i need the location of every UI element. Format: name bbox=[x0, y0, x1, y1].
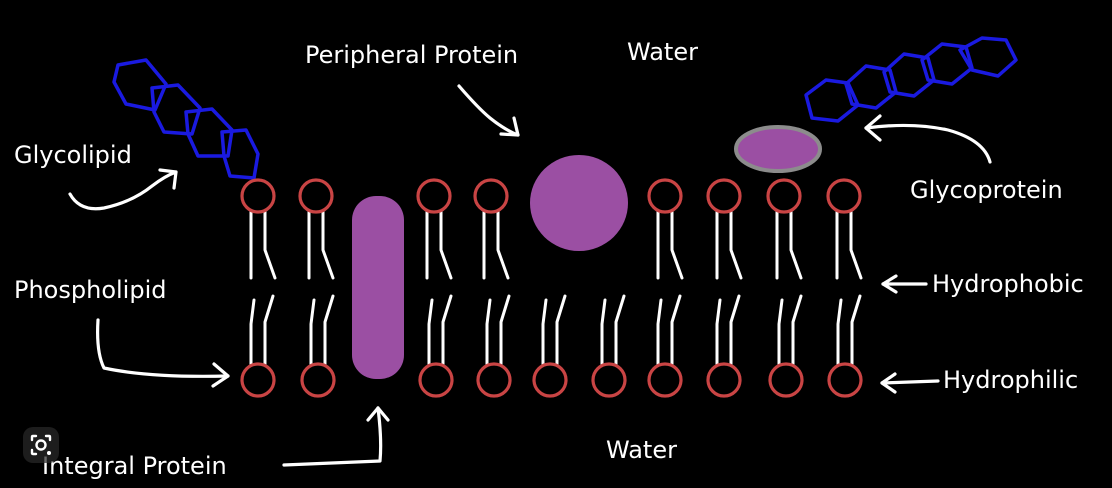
phospholipid-head-bottom-1 bbox=[300, 362, 336, 398]
arrow-hydrophobic bbox=[881, 274, 928, 294]
arrow-hydrophilic bbox=[880, 372, 940, 394]
label-phospholipid: Phospholipid bbox=[14, 276, 166, 304]
arrow-peripheral-protein bbox=[457, 84, 520, 137]
phospholipid-tails-bottom-5 bbox=[600, 294, 626, 366]
phospholipid-tails-top-2 bbox=[425, 210, 453, 280]
phospholipid-tails-top-5 bbox=[715, 210, 743, 280]
phospholipid-tails-top-0 bbox=[249, 210, 277, 280]
phospholipid-tails-top-6 bbox=[775, 210, 803, 280]
arrow-integral-protein bbox=[282, 406, 390, 467]
glycoprotein-carbohydrate-chain bbox=[804, 36, 1018, 123]
phospholipid-tails-top-1 bbox=[307, 210, 335, 280]
phospholipid-tails-top-3 bbox=[482, 210, 510, 280]
phospholipid-head-top-6 bbox=[766, 178, 802, 214]
phospholipid-head-bottom-7 bbox=[706, 362, 742, 398]
label-hydrophobic: Hydrophobic bbox=[932, 270, 1084, 298]
phospholipid-tails-bottom-3 bbox=[485, 294, 511, 366]
phospholipid-head-top-7 bbox=[826, 178, 862, 214]
label-glycolipid: Glycolipid bbox=[14, 141, 132, 169]
phospholipid-head-top-2 bbox=[416, 178, 452, 214]
phospholipid-head-bottom-2 bbox=[418, 362, 454, 398]
phospholipid-head-bottom-0 bbox=[240, 362, 276, 398]
phospholipid-tails-bottom-0 bbox=[249, 294, 275, 366]
phospholipid-head-bottom-4 bbox=[532, 362, 568, 398]
phospholipid-head-bottom-9 bbox=[827, 362, 863, 398]
phospholipid-tails-top-4 bbox=[656, 210, 684, 280]
phospholipid-head-top-3 bbox=[473, 178, 509, 214]
label-integral-protein: Integral Protein bbox=[42, 452, 227, 480]
phospholipid-head-bottom-3 bbox=[476, 362, 512, 398]
phospholipid-tails-bottom-9 bbox=[836, 294, 862, 366]
peripheral-protein bbox=[530, 155, 628, 251]
arrow-phospholipid bbox=[96, 318, 230, 388]
label-water-bottom: Water bbox=[606, 436, 677, 464]
label-water-top: Water bbox=[627, 38, 698, 66]
lens-search-icon[interactable] bbox=[22, 426, 60, 464]
arrow-glycolipid bbox=[68, 168, 178, 211]
phospholipid-tails-bottom-8 bbox=[777, 294, 803, 366]
phospholipid-head-top-4 bbox=[647, 178, 683, 214]
glycoprotein bbox=[734, 125, 822, 173]
phospholipid-head-bottom-6 bbox=[647, 362, 683, 398]
phospholipid-head-top-1 bbox=[298, 178, 334, 214]
phospholipid-head-bottom-5 bbox=[591, 362, 627, 398]
phospholipid-bilayer bbox=[240, 178, 863, 398]
label-glycoprotein: Glycoprotein bbox=[910, 176, 1063, 204]
integral-protein bbox=[352, 196, 404, 379]
glycolipid-carbohydrate-chain bbox=[112, 58, 260, 180]
phospholipid-tails-bottom-7 bbox=[715, 294, 741, 366]
phospholipid-head-bottom-8 bbox=[768, 362, 804, 398]
phospholipid-head-top-5 bbox=[706, 178, 742, 214]
phospholipid-tails-bottom-1 bbox=[309, 294, 335, 366]
phospholipid-tails-top-7 bbox=[835, 210, 863, 280]
label-peripheral-protein: Peripheral Protein bbox=[305, 41, 518, 69]
phospholipid-head-top-0 bbox=[240, 178, 276, 214]
phospholipid-tails-bottom-4 bbox=[541, 294, 567, 366]
phospholipid-tails-bottom-6 bbox=[656, 294, 682, 366]
label-hydrophilic: Hydrophilic bbox=[943, 366, 1078, 394]
phospholipid-tails-bottom-2 bbox=[427, 294, 453, 366]
arrow-glycoprotein bbox=[864, 114, 992, 164]
